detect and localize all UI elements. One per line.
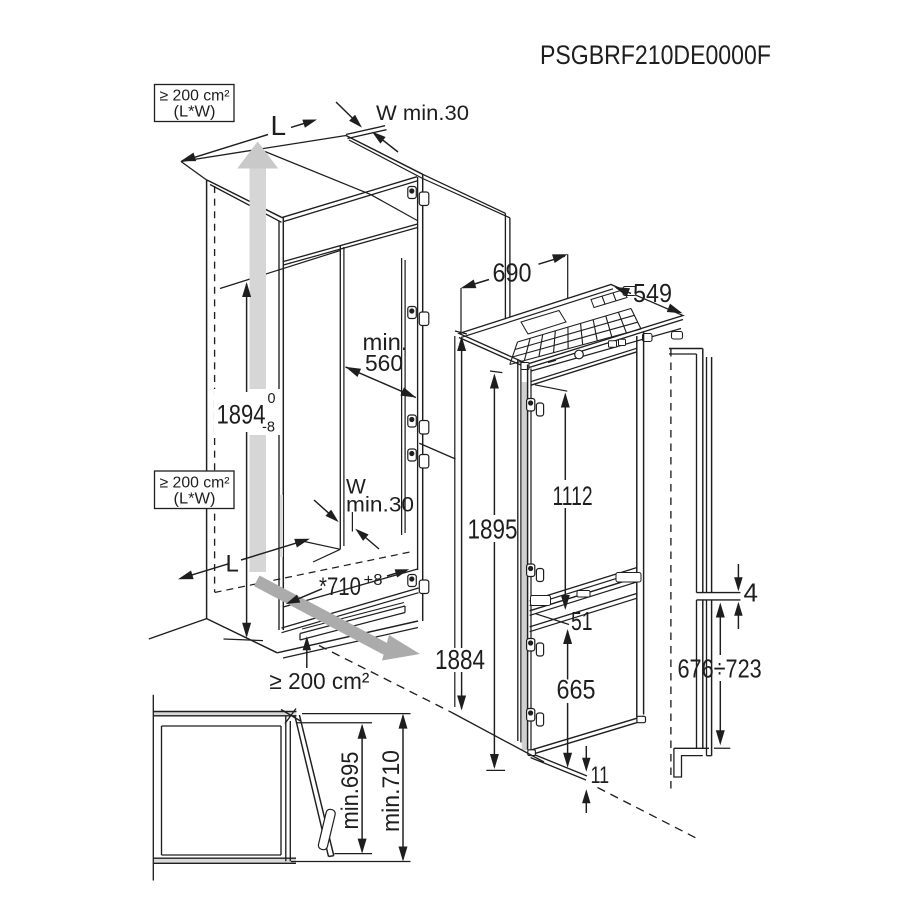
svg-text:4: 4 xyxy=(744,578,758,608)
svg-text:W: W xyxy=(346,476,366,499)
svg-text:1895: 1895 xyxy=(468,514,518,545)
svg-text:1112: 1112 xyxy=(553,481,593,511)
svg-text:665: 665 xyxy=(557,675,596,705)
svg-text:L: L xyxy=(271,110,287,141)
svg-text:≥ 200 cm²: ≥ 200 cm² xyxy=(160,88,230,105)
svg-text:690: 690 xyxy=(493,259,532,287)
svg-text:-8: -8 xyxy=(262,420,275,436)
svg-text:676÷723: 676÷723 xyxy=(678,655,762,684)
svg-text:51: 51 xyxy=(571,606,593,636)
svg-text:*710: *710 xyxy=(319,572,361,600)
svg-text:min.: min. xyxy=(363,330,408,356)
svg-text:(L*W): (L*W) xyxy=(174,104,216,120)
svg-text:+8: +8 xyxy=(364,571,383,589)
svg-text:L: L xyxy=(226,551,239,578)
svg-text:W min.30: W min.30 xyxy=(376,101,469,124)
svg-text:549: 549 xyxy=(633,280,672,308)
svg-text:11: 11 xyxy=(591,761,610,788)
svg-text:min.710: min.710 xyxy=(377,750,405,832)
svg-text:≥ 200 cm²: ≥ 200 cm² xyxy=(160,475,230,492)
svg-text:0: 0 xyxy=(268,391,276,407)
svg-text:1894: 1894 xyxy=(217,400,266,430)
svg-text:(L*W): (L*W) xyxy=(174,491,216,507)
svg-text:≥ 200 cm²: ≥ 200 cm² xyxy=(270,668,370,695)
svg-text:560: 560 xyxy=(365,350,403,376)
svg-text:min.695: min.695 xyxy=(336,752,363,830)
svg-text:PSGBRF210DE0000F: PSGBRF210DE0000F xyxy=(540,42,771,71)
svg-text:1884: 1884 xyxy=(435,645,485,676)
svg-text:min.30: min.30 xyxy=(346,492,414,516)
